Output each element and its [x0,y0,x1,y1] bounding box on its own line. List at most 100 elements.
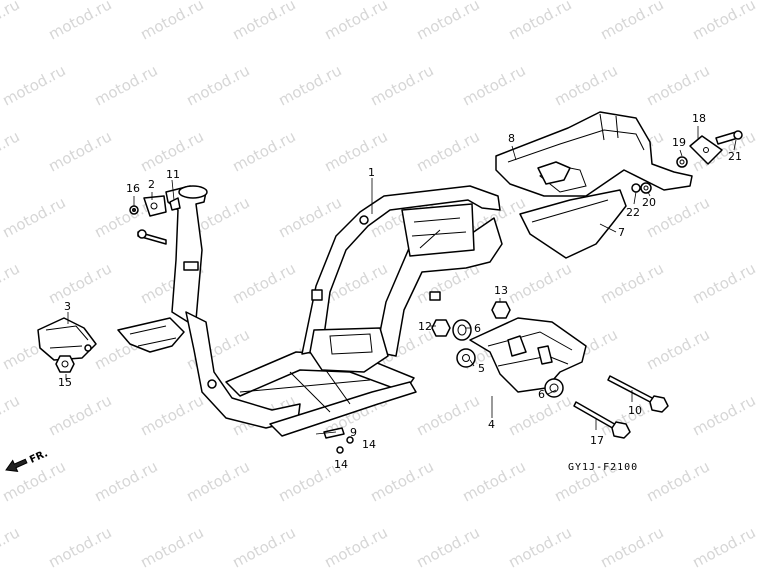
watermark-text: motod.ru [45,0,114,44]
callout-15: 15 [58,376,72,389]
callout-22: 22 [626,206,640,219]
watermark-text: motod.ru [275,61,344,109]
watermark-text: motod.ru [0,523,23,571]
watermark-text: motod.ru [413,523,482,571]
leader-lines [65,126,737,435]
nut-19[interactable] [676,156,688,168]
watermark-text: motod.ru [505,523,574,571]
bolt-17[interactable] [573,401,631,439]
watermark-text: motod.ru [413,391,482,439]
callout-6-top: 6 [474,322,481,335]
clip-14-bottom[interactable] [336,446,344,454]
watermark-text: motod.ru [45,523,114,571]
nut-13[interactable] [491,301,511,319]
bushing-6-top[interactable] [452,319,472,341]
watermark-text: motod.ru [45,391,114,439]
watermark-text: motod.ru [643,457,712,505]
watermark-text: motod.ru [183,61,252,109]
callout-18: 18 [692,112,706,125]
splash-guard-7[interactable] [519,189,627,259]
watermark-text: motod.ru [45,259,114,307]
clip-11[interactable] [169,197,181,211]
watermark-text: motod.ru [643,325,712,373]
watermark-text: motod.ru [321,127,390,175]
nut-20[interactable] [640,182,652,194]
watermark-text: motod.ru [413,127,482,175]
watermark-text: motod.ru [0,0,23,44]
watermark-text: motod.ru [689,523,758,571]
watermark-text: motod.ru [505,0,574,44]
watermark-text: motod.ru [275,193,344,241]
watermark-text: motod.ru [459,61,528,109]
watermark-text: motod.ru [413,0,482,44]
watermark-text: motod.ru [137,391,206,439]
callout-14-right: 14 [362,438,376,451]
bolt-16[interactable] [129,205,139,215]
callout-19: 19 [672,136,686,149]
watermark-text: motod.ru [229,127,298,175]
watermark-text: motod.ru [459,457,528,505]
watermark-text: motod.ru [689,391,758,439]
bushing-6-bottom[interactable] [544,378,564,398]
hanger-link-4[interactable] [469,317,587,393]
inner-fender-8[interactable] [495,111,693,197]
callout-6-bottom: 6 [538,388,545,401]
clip-14-right[interactable] [346,436,354,444]
watermark-text: motod.ru [229,259,298,307]
callout-8: 8 [508,132,515,145]
bracket-2[interactable] [143,195,167,217]
watermark-text: motod.ru [91,457,160,505]
callout-13: 13 [494,284,508,297]
watermark-text: motod.ru [689,0,758,44]
watermark-text: motod.ru [0,127,23,175]
callout-16: 16 [126,182,140,195]
callout-3: 3 [64,300,71,313]
callout-11: 11 [166,168,180,181]
watermark-text: motod.ru [137,523,206,571]
callout-20: 20 [642,196,656,209]
arrow-left-icon [5,458,28,473]
watermark-text: motod.ru [0,61,69,109]
watermark-text: motod.ru [0,193,69,241]
watermark-text: motod.ru [229,523,298,571]
callout-2: 2 [148,178,155,191]
nut-15[interactable] [55,355,75,373]
watermark-text: motod.ru [0,259,23,307]
watermark-text: motod.ru [643,61,712,109]
watermark-text: motod.ru [597,0,666,44]
watermark-text: motod.ru [45,127,114,175]
bolt-9[interactable] [323,427,345,439]
watermark-text: motod.ru [0,391,23,439]
watermark-text: motod.ru [505,259,574,307]
watermark-text: motod.ru [367,457,436,505]
screw-21[interactable] [715,130,743,145]
watermark-text: motod.ru [321,0,390,44]
watermark-text: motod.ru [183,457,252,505]
watermark-text: motod.ru [551,61,620,109]
callout-14-bottom: 14 [334,458,348,471]
watermark-text: motod.ru [689,259,758,307]
frame-body[interactable] [117,185,503,437]
nut-12[interactable] [431,319,451,337]
washer-22[interactable] [631,183,641,193]
watermark-text: motod.ru [597,523,666,571]
watermark-text: motod.ru [137,0,206,44]
callout-21: 21 [728,150,742,163]
callout-labels: 1 2 3 4 5 6 6 7 8 9 10 11 12 13 14 14 15… [58,112,742,471]
callout-7: 7 [618,226,625,239]
bushing-5[interactable] [456,348,476,368]
watermark-text: motod.ru [229,0,298,44]
bracket-3[interactable] [37,317,97,361]
watermark-text: motod.ru [91,61,160,109]
callout-17: 17 [590,434,604,447]
callout-1: 1 [368,166,375,179]
bolt-front[interactable] [137,229,167,245]
fr-label: FR. [28,448,49,466]
callout-10: 10 [628,404,642,417]
watermark-text: motod.ru [321,523,390,571]
callout-5: 5 [478,362,485,375]
callout-9: 9 [350,426,357,439]
watermark-text: motod.ru [367,61,436,109]
